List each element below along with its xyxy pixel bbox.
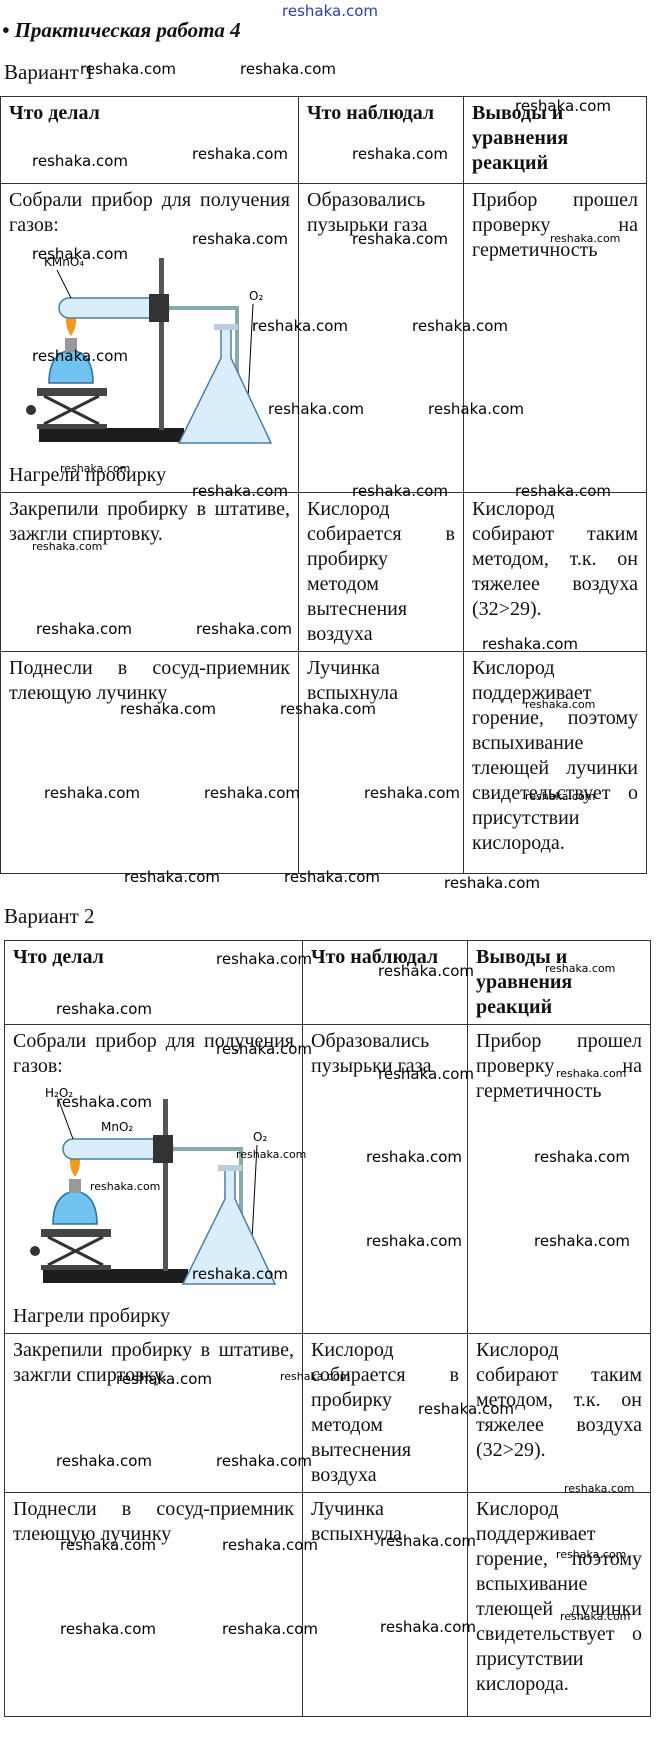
variant-2-label: Вариант 2 [4, 904, 95, 928]
table-row: Закрепили пробирку в штативе, зажгли спи… [4, 1333, 651, 1493]
cell-did: Поднесли в сосуд-приемник тлеющую лучинк… [0, 651, 299, 874]
cell-did: Закрепили пробирку в штативе, зажгли спи… [0, 492, 299, 652]
variant-1-label: Вариант 1 [4, 60, 95, 84]
cell-conclusion: Кислород поддерживает горение, поэтому в… [467, 1492, 651, 1717]
cell-conclusion: Кислород собирают таким методом, т.к. он… [463, 492, 647, 652]
header-did: Что делал [0, 96, 299, 184]
table-row: Поднесли в сосуд-приемник тлеющую лучинк… [4, 1492, 651, 1717]
header-conclusion-line: Выводы и [476, 946, 568, 968]
watermark-text: reshaka.com [240, 60, 336, 78]
cell-observed: Образовались пузырьки газа [298, 183, 464, 493]
cell-observed: Образовались пузырьки газа [302, 1024, 468, 1334]
gas-label: O₂ [253, 1130, 267, 1144]
table-row: Поднесли в сосуд-приемник тлеющую лучинк… [0, 651, 647, 874]
site-banner[interactable]: reshaka.com [282, 2, 378, 20]
cell-observed: Лучинка вспыхнула [302, 1492, 468, 1717]
cell-did: Собрали прибор для получения газов: KMnO… [0, 183, 299, 493]
cell-observed: Кислород собирается в пробирку методом в… [298, 492, 464, 652]
header-conclusion-line: Выводы и [472, 102, 564, 124]
reagent-label: H₂O₂ [45, 1086, 73, 1100]
cell-did: Закрепили пробирку в штативе, зажгли спи… [4, 1333, 303, 1493]
table-row: Закрепили пробирку в штативе, зажгли спи… [0, 492, 647, 652]
cell-conclusion: Кислород собирают таким методом, т.к. он… [467, 1333, 651, 1493]
variant-1-table: Что делал Что наблюдал Выводы и уравнени… [0, 96, 647, 874]
table-row: Собрали прибор для получения газов: H₂O₂… [4, 1024, 651, 1334]
watermark-text: reshaka.com [444, 874, 540, 892]
reagent-label: KMnO₄ [44, 255, 84, 269]
header-observed: Что наблюдал [302, 940, 468, 1025]
cell-did: Поднесли в сосуд-приемник тлеющую лучинк… [4, 1492, 303, 1717]
variant-2-table: Что делал Что наблюдал Выводы и уравнени… [4, 940, 651, 1717]
header-conclusion: Выводы и уравнения реакций [463, 96, 647, 184]
table-header-row: Что делал Что наблюдал Выводы и уравнени… [4, 940, 651, 1025]
gas-label: O₂ [249, 289, 263, 303]
header-observed: Что наблюдал [298, 96, 464, 184]
page-title: • Практическая работа 4 [2, 18, 241, 42]
table-header-row: Что делал Что наблюдал Выводы и уравнени… [0, 96, 647, 184]
cell-conclusion: Кислород поддерживает горение, поэтому в… [463, 651, 647, 874]
cell-conclusion: Прибор прошел проверку на герметичность [463, 183, 647, 493]
cell-did: Собрали прибор для получения газов: H₂O₂… [4, 1024, 303, 1334]
header-did: Что делал [4, 940, 303, 1025]
gas-apparatus-diagram: KMnO₄ O₂ [26, 255, 273, 444]
catalyst-label: MnO₂ [101, 1120, 133, 1134]
cell-conclusion: Прибор прошел проверку на герметичность [467, 1024, 651, 1334]
cell-observed: Кислород собирается в пробирку методом в… [302, 1333, 468, 1493]
table-row: Собрали прибор для получения газов: KMnO… [0, 183, 647, 493]
header-conclusion: Выводы и уравнения реакций [467, 940, 651, 1025]
gas-apparatus-diagram: H₂O₂ MnO₂ O₂ [30, 1086, 277, 1285]
cell-observed: Лучинка вспыхнула [298, 651, 464, 874]
